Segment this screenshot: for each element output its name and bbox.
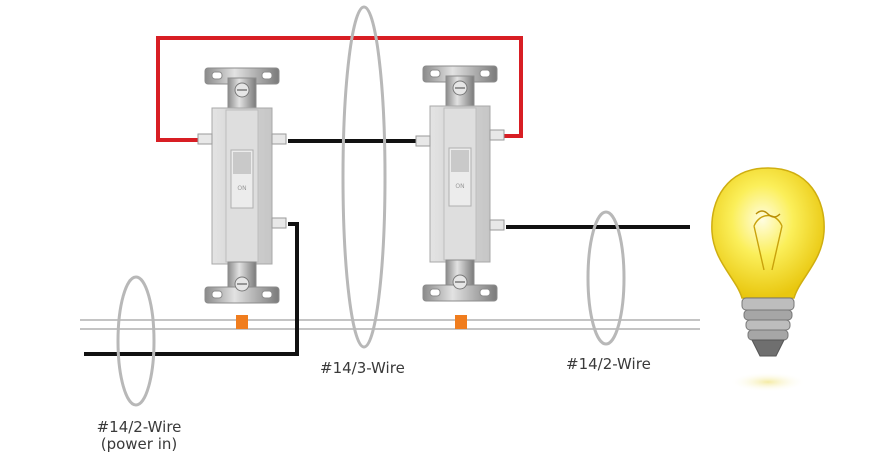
cable-ring-power-in: [116, 275, 156, 407]
cable-ring-14-3: [341, 5, 387, 349]
ground-tab-icon: [236, 315, 248, 329]
traveler-wire-red: [156, 36, 523, 142]
switch-2-toggle-text: ON: [455, 183, 464, 190]
light-bulb-icon: [711, 167, 825, 392]
cable-ring-14-2-out: [586, 210, 626, 346]
switch-1-toggle-text: ON: [237, 185, 246, 192]
ground-tab-icon: [455, 315, 467, 329]
two-wire-out-label: #14/2-Wire: [566, 355, 651, 373]
main-cable: [80, 319, 700, 330]
switch-2: ON: [415, 65, 505, 329]
power-in-label-line2: (power in): [100, 435, 178, 453]
power-in-label: #14/2-Wire (power in): [84, 419, 194, 453]
three-wire-label: #14/3-Wire: [320, 359, 405, 377]
power-in-wire: [84, 222, 299, 356]
power-in-label-line1: #14/2-Wire: [96, 418, 182, 436]
switch-1: ON: [197, 67, 287, 329]
